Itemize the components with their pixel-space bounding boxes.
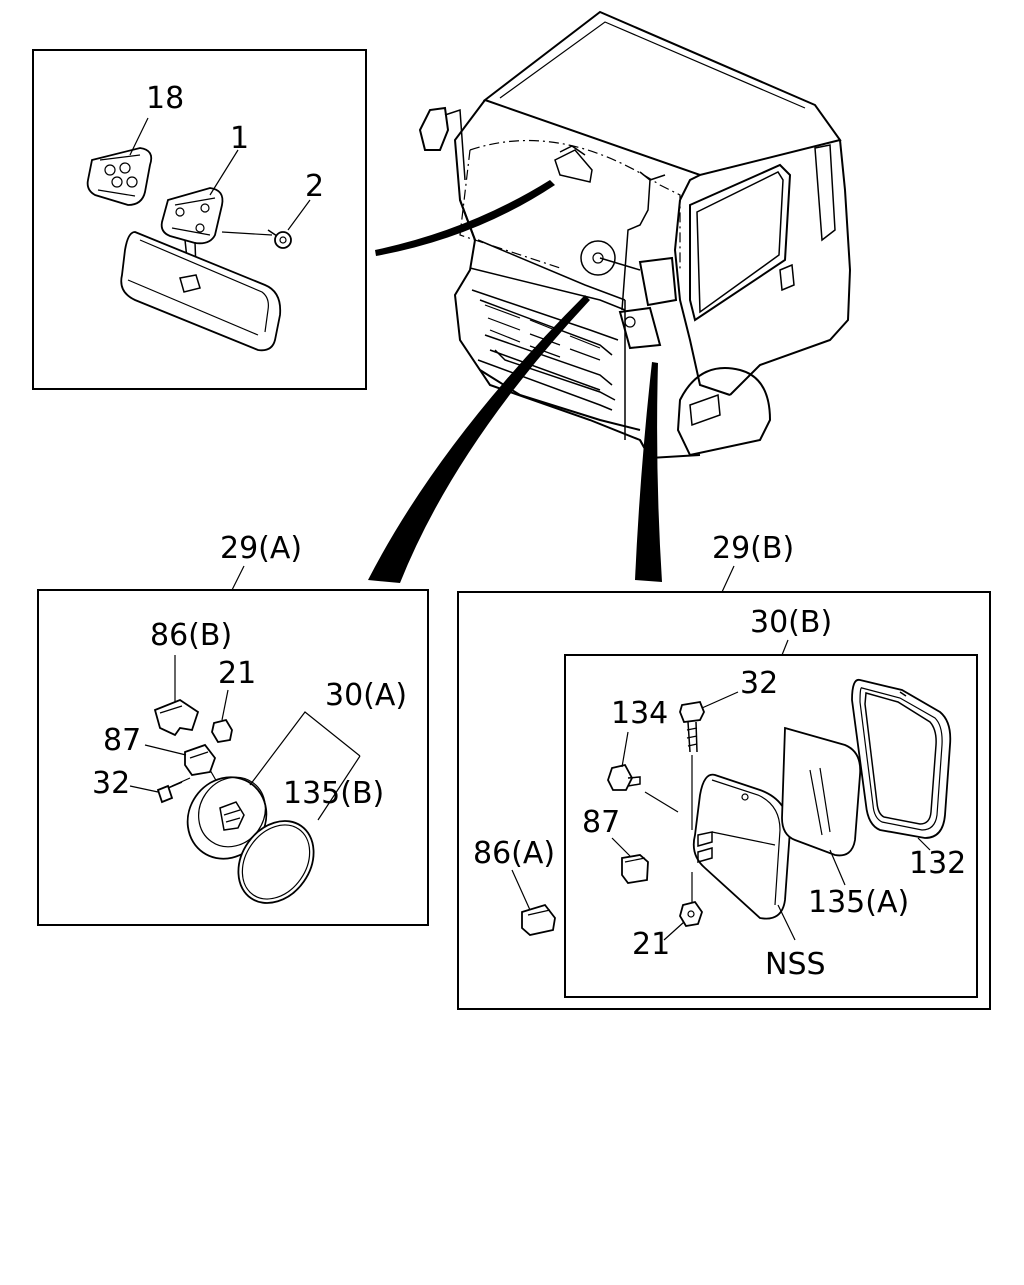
clip-part-87-a xyxy=(184,743,217,776)
pivot-part-134 xyxy=(607,763,641,791)
label-part-1: 1 xyxy=(230,121,249,156)
leader-21-b xyxy=(663,921,685,941)
interior-mirror-frame xyxy=(32,49,367,390)
label-part-30b: 30(B) xyxy=(750,605,832,640)
glass-part-135a xyxy=(781,726,862,857)
label-part-135a: 135(A) xyxy=(808,885,909,920)
label-part-87-a: 87 xyxy=(103,723,141,758)
leader-87-a xyxy=(144,744,187,756)
leader-135b xyxy=(317,755,361,821)
leader-86a xyxy=(511,869,531,911)
leader-32-a xyxy=(129,785,159,793)
label-part-18: 18 xyxy=(146,81,184,116)
interior-mirror-panel: 18 1 2 xyxy=(32,49,367,390)
pad-part-18 xyxy=(86,147,153,206)
screw-part-2 xyxy=(221,229,292,249)
group-29a-frame xyxy=(37,589,429,926)
leader-87-b xyxy=(611,837,631,857)
label-part-132: 132 xyxy=(909,846,966,881)
label-part-32-b: 32 xyxy=(740,666,778,701)
leader-to-group-29b xyxy=(635,362,662,582)
leader-1 xyxy=(209,149,239,196)
leader-to-interior-mirror xyxy=(375,180,555,256)
label-part-32-a: 32 xyxy=(92,766,130,801)
leader-nss xyxy=(777,904,796,941)
label-nss: NSS xyxy=(765,947,826,982)
label-part-21-b: 21 xyxy=(632,927,670,962)
bolt-part-32-b xyxy=(679,700,705,830)
leader-21-a xyxy=(221,689,229,721)
label-part-135b: 135(B) xyxy=(283,776,384,811)
group-29a: 29(A) 86(B) 21 87 32 xyxy=(37,531,429,926)
leader-to-group-29a xyxy=(368,295,590,583)
leader-32-b xyxy=(701,691,739,709)
leader-29a xyxy=(231,565,245,591)
nut-part-21-a xyxy=(211,718,233,743)
label-part-86b: 86(B) xyxy=(150,618,232,653)
leader-swooshes xyxy=(368,180,662,583)
assembly-line-b xyxy=(644,791,679,813)
leader-30b xyxy=(781,639,789,656)
mirror-housing-nss xyxy=(692,773,791,920)
nut-part-21-b xyxy=(679,900,703,927)
leader-29b xyxy=(721,565,735,593)
bracket-part-86a xyxy=(521,903,556,936)
leader-30a xyxy=(249,711,361,786)
interior-mirror-body xyxy=(120,231,282,352)
label-part-86a: 86(A) xyxy=(473,836,555,871)
label-group-29a: 29(A) xyxy=(220,531,302,566)
mirror-assembly-30b-frame xyxy=(564,654,978,998)
frame-part-132 xyxy=(851,678,952,839)
leader-18 xyxy=(129,117,149,156)
group-29b-frame xyxy=(457,591,991,1010)
label-part-2: 2 xyxy=(305,169,324,204)
leader-134 xyxy=(621,731,629,768)
leader-2 xyxy=(287,199,311,231)
label-part-21-a: 21 xyxy=(218,656,256,691)
label-part-30a: 30(A) xyxy=(325,678,407,713)
label-group-29b: 29(B) xyxy=(712,531,794,566)
glass-part-135b xyxy=(237,820,315,904)
bracket-part-86b xyxy=(153,698,200,737)
truck-cab-illustration xyxy=(418,10,852,460)
label-part-87-b: 87 xyxy=(582,805,620,840)
clip-part-87-b xyxy=(621,854,649,884)
label-part-134: 134 xyxy=(611,696,668,731)
leader-135a xyxy=(829,849,846,886)
group-29b: 29(B) 30(B) 32 134 87 xyxy=(457,531,991,1010)
bolt-part-32-a xyxy=(156,777,191,804)
bracket-part-1 xyxy=(160,187,224,281)
leader-132 xyxy=(917,837,931,851)
